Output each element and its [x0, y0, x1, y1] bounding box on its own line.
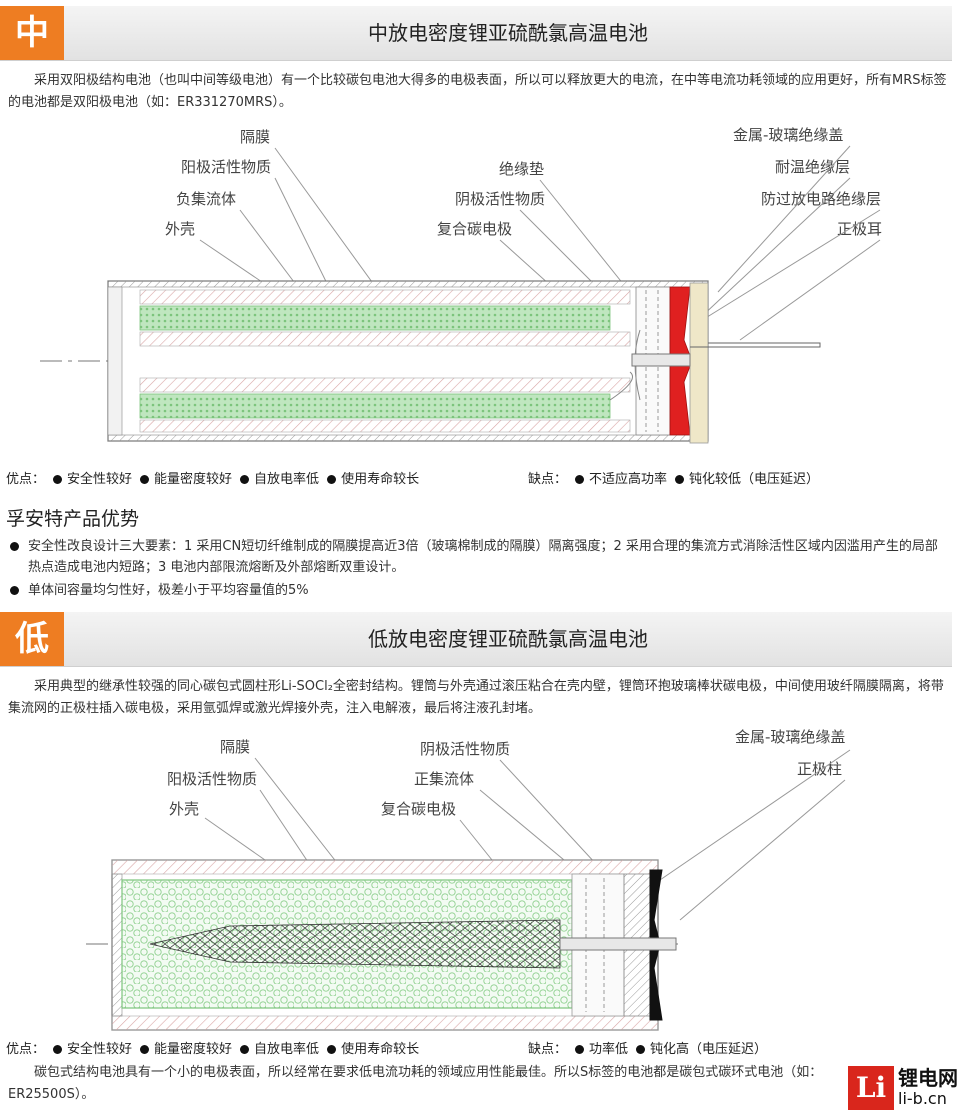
bullet-icon: [10, 542, 19, 551]
s2-pro-item: 安全性较好: [67, 1042, 133, 1057]
bullet-icon: [636, 1044, 646, 1054]
site-logo-name: 锂电网: [898, 1066, 958, 1090]
s2-label-carbon-electrode: 复合碳电极: [381, 800, 457, 818]
section1-title: 中放电密度锂亚硫酰氯高温电池: [368, 21, 648, 45]
bullet-icon: [575, 474, 585, 484]
s1-positive-tab: [690, 342, 821, 348]
bullet-icon: [675, 474, 685, 484]
advantage-item: 安全性改良设计三大要素：1 采用CN短切纤维制成的隔膜提高近3倍（玻璃棉制成的隔…: [6, 536, 950, 578]
advantage-item: 单体间容量均匀性好，极差小于平均容量值的5%: [6, 580, 950, 601]
s1-pro-item: 能量密度较好: [154, 472, 233, 487]
bullet-icon: [327, 1044, 337, 1054]
section2-header: 低 低放电密度锂亚硫酰氯高温电池: [0, 612, 952, 667]
s1-label-separator: 隔膜: [240, 128, 271, 146]
s1-lower-cathode: [139, 393, 611, 419]
section1-badge: 中: [0, 6, 64, 60]
section2-description: 采用典型的继承性较强的同心碳包式圆柱形Li-SOCl₂全密封结构。锂筒与外壳通过…: [8, 679, 944, 716]
advantage-text: 单体间容量均匀性好，极差小于平均容量值的5%: [28, 583, 309, 598]
s1-lower-anode: [139, 377, 631, 393]
bullet-icon: [10, 586, 19, 595]
s1-label-carbon-electrode: 复合碳电极: [437, 220, 513, 238]
s1-label-glass-cap: 金属-玻璃绝缘盖: [733, 126, 844, 144]
s2-label-anode: 阳极活性物质: [167, 770, 258, 788]
s1-upper-cathode: [139, 305, 611, 331]
section1-description: 采用双阳极结构电池（也叫中间等级电池）有一个比较碳包电池大得多的电极表面，所以可…: [8, 73, 947, 110]
s1-cell-diagram: [40, 145, 881, 444]
s1-cons: 缺点： 不适应高功率 钝化较低（电压延迟）: [528, 468, 819, 487]
s1-label-insulating-pad: 绝缘垫: [499, 160, 545, 178]
site-logo-url: li-b.cn: [898, 1089, 947, 1108]
s2-label-shell: 外壳: [169, 800, 200, 818]
section2-badge: 低: [0, 612, 64, 666]
s1-con-item: 不适应高功率: [589, 472, 668, 487]
s1-label-neg-collector: 负集流体: [176, 190, 237, 208]
bullet-icon: [327, 474, 337, 484]
s2-anode-top: [111, 859, 659, 875]
s2-con-item: 功率低: [589, 1042, 629, 1057]
s2-label-positive-post: 正极柱: [797, 760, 843, 778]
s2-pros: 优点： 安全性较好 能量密度较好 自放电率低 使用寿命较长: [6, 1038, 419, 1057]
advantage-text: 安全性改良设计三大要素：1 采用CN短切纤维制成的隔膜提高近3倍（玻璃棉制成的隔…: [28, 539, 938, 575]
s1-label-discharge-insulation: 防过放电路绝缘层: [761, 190, 882, 208]
s2-anode-bottom: [111, 1015, 659, 1031]
s1-pros: 优点： 安全性较好 能量密度较好 自放电率低 使用寿命较长: [6, 468, 419, 487]
bullet-icon: [140, 474, 150, 484]
bullet-icon: [53, 1044, 63, 1054]
s2-label-cathode: 阴极活性物质: [420, 740, 511, 758]
s2-pro-item: 自放电率低: [254, 1042, 320, 1057]
s2-label-glass-cap: 金属-玻璃绝缘盖: [735, 728, 846, 746]
bullet-icon: [53, 474, 63, 484]
section2-title: 低放电密度锂亚硫酰氯高温电池: [368, 627, 648, 651]
s1-label-positive-tab: 正极耳: [837, 220, 883, 238]
s2-positive-post: [559, 937, 677, 951]
s2-cons-label: 缺点：: [528, 1042, 568, 1057]
s1-pro-item: 安全性较好: [67, 472, 133, 487]
s1-cons-label: 缺点：: [528, 472, 568, 487]
s1-label-cathode: 阴极活性物质: [455, 190, 546, 208]
s1-label-shell: 外壳: [165, 220, 196, 238]
bullet-icon: [240, 1044, 250, 1054]
s2-pros-label: 优点：: [6, 1042, 46, 1057]
s2-label-pos-collector: 正集流体: [414, 770, 475, 788]
site-logo-icon: Li: [848, 1066, 894, 1110]
s2-label-separator: 隔膜: [220, 738, 251, 756]
advantages-title: 孚安特产品优势: [6, 508, 140, 530]
section1-header: 中 中放电密度锂亚硫酰氯高温电池: [0, 6, 952, 61]
bullet-icon: [575, 1044, 585, 1054]
s2-cell-diagram: [86, 749, 851, 1031]
s2-cons: 缺点： 功率低 钝化高（电压延迟）: [528, 1038, 767, 1057]
s2-con-item: 钝化高（电压延迟）: [650, 1042, 768, 1057]
s1-upper-anode: [139, 289, 631, 305]
s1-pros-label: 优点：: [6, 472, 46, 487]
s1-pro-item: 使用寿命较长: [341, 472, 420, 487]
s2-pro-item: 能量密度较好: [154, 1042, 233, 1057]
bullet-icon: [140, 1044, 150, 1054]
section2-note: 碳包式结构电池具有一个小的电极表面，所以经常在要求低电流功耗的领域应用性能最佳。…: [8, 1065, 823, 1102]
s1-con-item: 钝化较低（电压延迟）: [689, 472, 820, 487]
s2-pro-item: 使用寿命较长: [341, 1042, 420, 1057]
s1-pro-item: 自放电率低: [254, 472, 320, 487]
s1-heat-insulation: [689, 282, 709, 444]
s1-label-anode: 阳极活性物质: [181, 158, 272, 176]
bullet-icon: [240, 474, 250, 484]
s1-label-heat-insulation: 耐温绝缘层: [775, 158, 851, 176]
